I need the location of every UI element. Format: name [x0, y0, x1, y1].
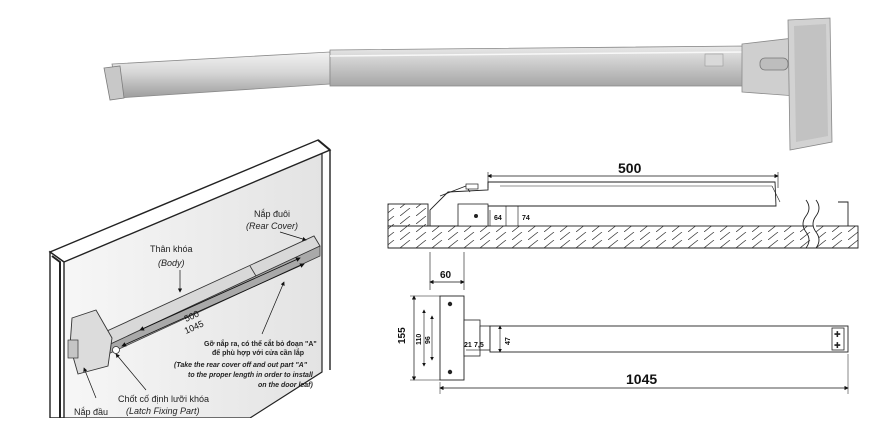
dim-96: 96 — [425, 336, 432, 344]
label-rear-cover-vi: Nắp đuôi — [254, 209, 290, 219]
dim-64: 64 — [494, 215, 502, 222]
dim-7-5: 7,5 — [474, 342, 484, 349]
note-en-line1: (Take the rear cover off and out part "A… — [174, 362, 308, 369]
note-vi-line2: để phù hợp với cửa cần lắp — [212, 348, 304, 357]
dim-110: 110 — [416, 334, 423, 345]
dim-47: 47 — [505, 337, 512, 345]
label-latch-en: (Latch Fixing Part) — [126, 406, 200, 416]
dim-21: 21 — [464, 342, 472, 349]
dim-74: 74 — [522, 215, 530, 222]
door-illustration: 500 1045 Nắp đuôi (Rear Cover) Thân khóa… — [48, 139, 332, 419]
label-head-cover-vi: Nắp đầu — [74, 407, 108, 417]
note-vi-line1: Gỡ nắp ra, có thể cắt bỏ đoạn "A" — [204, 339, 317, 348]
note-en-line3: on the door leaf) — [258, 382, 314, 389]
technical-front-view: 60 ✚ ✚ 155 110 96 21 7,5 47 1045 — [397, 252, 849, 394]
label-body-vi: Thân khóa — [150, 244, 193, 254]
latch-bolt — [759, 57, 789, 71]
svg-text:✚: ✚ — [834, 330, 841, 339]
note-en-line2: to the proper length in order to install — [188, 372, 314, 379]
dim-155: 155 — [397, 327, 408, 344]
label-rear-cover-en: (Rear Cover) — [246, 221, 298, 231]
bar-end-cap — [103, 65, 125, 101]
label-body-en: (Body) — [158, 258, 185, 268]
dim-1045: 1045 — [626, 371, 657, 387]
technical-side-view: 500 64 74 — [387, 160, 859, 249]
logo-plate — [704, 53, 724, 67]
dim-60: 60 — [440, 270, 452, 281]
product-photo — [103, 17, 833, 151]
svg-text:✚: ✚ — [834, 341, 841, 350]
dim-500-side: 500 — [618, 160, 642, 176]
label-latch-vi: Chốt cố định lưỡi khóa — [118, 394, 209, 404]
